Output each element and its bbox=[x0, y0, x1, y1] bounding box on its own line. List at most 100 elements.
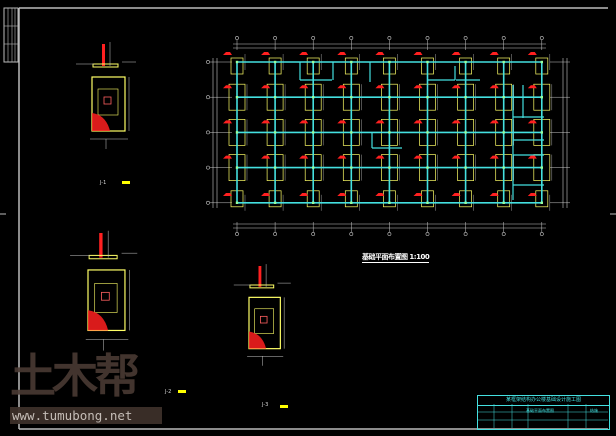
column-node bbox=[273, 201, 277, 204]
column-node bbox=[502, 60, 505, 64]
column-node bbox=[464, 201, 467, 204]
column-node bbox=[502, 131, 505, 134]
column-tag-marker bbox=[489, 85, 499, 89]
column-node bbox=[312, 166, 315, 169]
column-node bbox=[350, 60, 353, 64]
column-node bbox=[464, 96, 467, 99]
column-tag-marker bbox=[451, 193, 461, 196]
detail-j2-reinforcement-hatch bbox=[249, 331, 267, 349]
column-node bbox=[540, 201, 543, 204]
column-node bbox=[540, 131, 543, 134]
column-node bbox=[502, 166, 505, 169]
watermark-url: www.tumubong.net bbox=[10, 407, 162, 424]
axis-bubble bbox=[206, 130, 210, 135]
axis-bubble bbox=[349, 36, 354, 40]
column-tag-marker bbox=[413, 155, 423, 159]
axis-bubble bbox=[311, 36, 316, 40]
axis-bubble bbox=[206, 200, 210, 205]
axis-bubble bbox=[273, 36, 278, 40]
column-tag-marker bbox=[489, 52, 499, 55]
column-node bbox=[464, 166, 467, 169]
column-tag-marker bbox=[261, 120, 271, 124]
column-node bbox=[273, 166, 277, 169]
axis-bubble bbox=[235, 232, 239, 236]
column-node bbox=[426, 166, 429, 169]
axis-bubble bbox=[539, 36, 544, 40]
axis-bubble bbox=[273, 232, 278, 236]
detail-j1-pedestal-plan bbox=[97, 88, 119, 116]
axis-bubble bbox=[463, 232, 468, 236]
column-tag-marker bbox=[223, 120, 232, 124]
column-tag-marker bbox=[451, 52, 461, 55]
column-tag-marker bbox=[299, 85, 309, 89]
axis-bubble bbox=[425, 232, 430, 236]
column-node bbox=[502, 201, 505, 204]
axis-bubble bbox=[349, 232, 354, 236]
detail-j2-column-plan bbox=[259, 315, 268, 324]
detail-scale-mark bbox=[122, 181, 130, 184]
column-tag-marker bbox=[223, 155, 232, 159]
detail-j1-footing-elevation bbox=[92, 63, 119, 68]
column-tag-marker bbox=[527, 52, 537, 55]
plan-title: 基础平面布置图 1:100 bbox=[362, 253, 430, 263]
column-tag-marker bbox=[489, 155, 499, 159]
column-node bbox=[540, 60, 543, 64]
column-node bbox=[312, 131, 315, 134]
title-block-header: 某框架结构办公楼基础设计施工图 bbox=[478, 396, 609, 406]
column-tag-marker bbox=[527, 155, 537, 159]
column-tag-marker bbox=[527, 193, 537, 196]
column-tag-marker bbox=[375, 193, 385, 196]
detail-j2-pedestal-plan bbox=[254, 308, 274, 334]
column-tag-marker bbox=[489, 193, 499, 196]
column-tag-marker bbox=[451, 155, 461, 159]
column-node bbox=[426, 131, 429, 134]
title-block: 某框架结构办公楼基础设计施工图 基础平面布置图 结施 bbox=[477, 395, 610, 430]
column-tag-marker bbox=[375, 52, 385, 55]
detail-j1-column bbox=[102, 44, 105, 66]
column-node bbox=[464, 131, 467, 134]
column-node bbox=[312, 60, 315, 64]
frame-side-table bbox=[3, 7, 19, 63]
watermark-logo: 土木帮 bbox=[10, 349, 140, 403]
column-tag-marker bbox=[337, 120, 347, 124]
axis-bubble bbox=[206, 165, 210, 170]
column-tag-marker bbox=[261, 155, 271, 159]
column-tag-marker bbox=[299, 120, 309, 124]
column-node bbox=[540, 166, 543, 169]
column-tag-marker bbox=[223, 85, 232, 89]
column-node bbox=[273, 96, 277, 99]
column-tag-marker bbox=[261, 193, 271, 196]
column-node bbox=[350, 166, 353, 169]
detail-j1-column-plan bbox=[103, 96, 112, 105]
detail-j2-footing-elevation bbox=[249, 284, 275, 289]
column-tag-marker bbox=[375, 155, 385, 159]
column-tag-marker bbox=[451, 85, 461, 89]
column-node bbox=[502, 96, 505, 99]
column-tag-marker bbox=[337, 52, 347, 55]
column-node bbox=[350, 131, 353, 134]
column-node bbox=[388, 201, 391, 204]
detail-label-2: J-2 bbox=[165, 389, 172, 395]
axis-bubble bbox=[235, 36, 239, 40]
column-tag-marker bbox=[299, 155, 309, 159]
column-tag-marker bbox=[375, 85, 385, 89]
column-tag-marker bbox=[223, 52, 232, 55]
column-node bbox=[312, 201, 315, 204]
column-node bbox=[273, 60, 277, 64]
column-node bbox=[350, 96, 353, 99]
column-node bbox=[235, 96, 239, 99]
detail-scale-mark bbox=[280, 405, 288, 408]
column-node bbox=[540, 96, 543, 99]
detail-j3-large-footing-elevation bbox=[88, 254, 118, 260]
column-tag-marker bbox=[337, 193, 347, 196]
axis-bubble bbox=[206, 95, 210, 100]
column-tag-marker bbox=[375, 120, 385, 124]
detail-j3-large-pedestal-plan bbox=[94, 283, 118, 313]
detail-j1-reinforcement-hatch bbox=[92, 113, 110, 131]
title-block-sheet: 结施 bbox=[590, 408, 598, 413]
column-tag-marker bbox=[489, 120, 499, 124]
column-node bbox=[235, 201, 239, 204]
column-tag-marker bbox=[299, 52, 309, 55]
axis-bubble bbox=[539, 232, 544, 236]
